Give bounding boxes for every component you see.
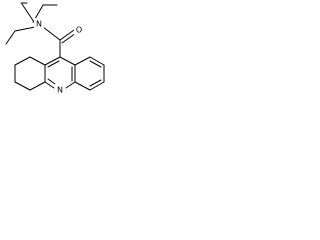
- bond-ring-n-c10a: [65, 81, 76, 89]
- carbonyl-oxygen-label: O: [76, 26, 82, 35]
- bond-c5-c4a: [29, 81, 46, 91]
- bond-c4a-ring-n: [44, 81, 55, 89]
- bond-ethyl1-ch2-n: [21, 3, 35, 23]
- tetrahydro-ring: [14, 56, 46, 91]
- bond-ethyl-a: [34, 4, 44, 20]
- bond-c1-c2: [89, 56, 105, 66]
- bond-ethyl-b2: [5, 30, 16, 45]
- ethyl-groups: [5, 2, 58, 45]
- bond-c8a-c8: [29, 56, 46, 66]
- bond-carbonyl-o-2: [61, 32, 77, 44]
- bond-c9a-c9: [59, 56, 76, 66]
- benzo-ring: [74, 56, 105, 91]
- bond-c3-c4: [89, 81, 105, 91]
- amide-n-label-bg: [34, 18, 44, 30]
- ring-n-label-bg: [55, 84, 65, 96]
- structure-canvas: N O N: [0, 0, 106, 107]
- bond-c9-c8a: [44, 56, 61, 66]
- bond-ethyl-b: [14, 26, 36, 32]
- bond-c3-c4-double: [89, 79, 102, 87]
- ring-nitrogen-label: N: [57, 86, 63, 95]
- bond-c9a-c1: [74, 56, 91, 66]
- bond-n-carbonyl: [42, 26, 61, 41]
- amide-nitrogen-label: N: [36, 20, 42, 29]
- bond-carbonyl-o-1: [59, 29, 75, 41]
- atom-labels: N O N: [34, 18, 84, 96]
- central-ring: [44, 56, 76, 89]
- bond-c4-c10a: [74, 81, 91, 91]
- bond-c1-c2-double: [89, 60, 102, 68]
- chemical-structure-diagram: N O N: [5, 2, 105, 96]
- bond-c9-c8a-double: [47, 60, 60, 68]
- bond-c6-c5: [14, 81, 31, 91]
- bond-c8-c7: [14, 56, 31, 66]
- carbonyl-o-label-bg: [74, 24, 84, 36]
- amide-group: [42, 26, 77, 58]
- bond-c4a-ring-n-double: [47, 78, 56, 85]
